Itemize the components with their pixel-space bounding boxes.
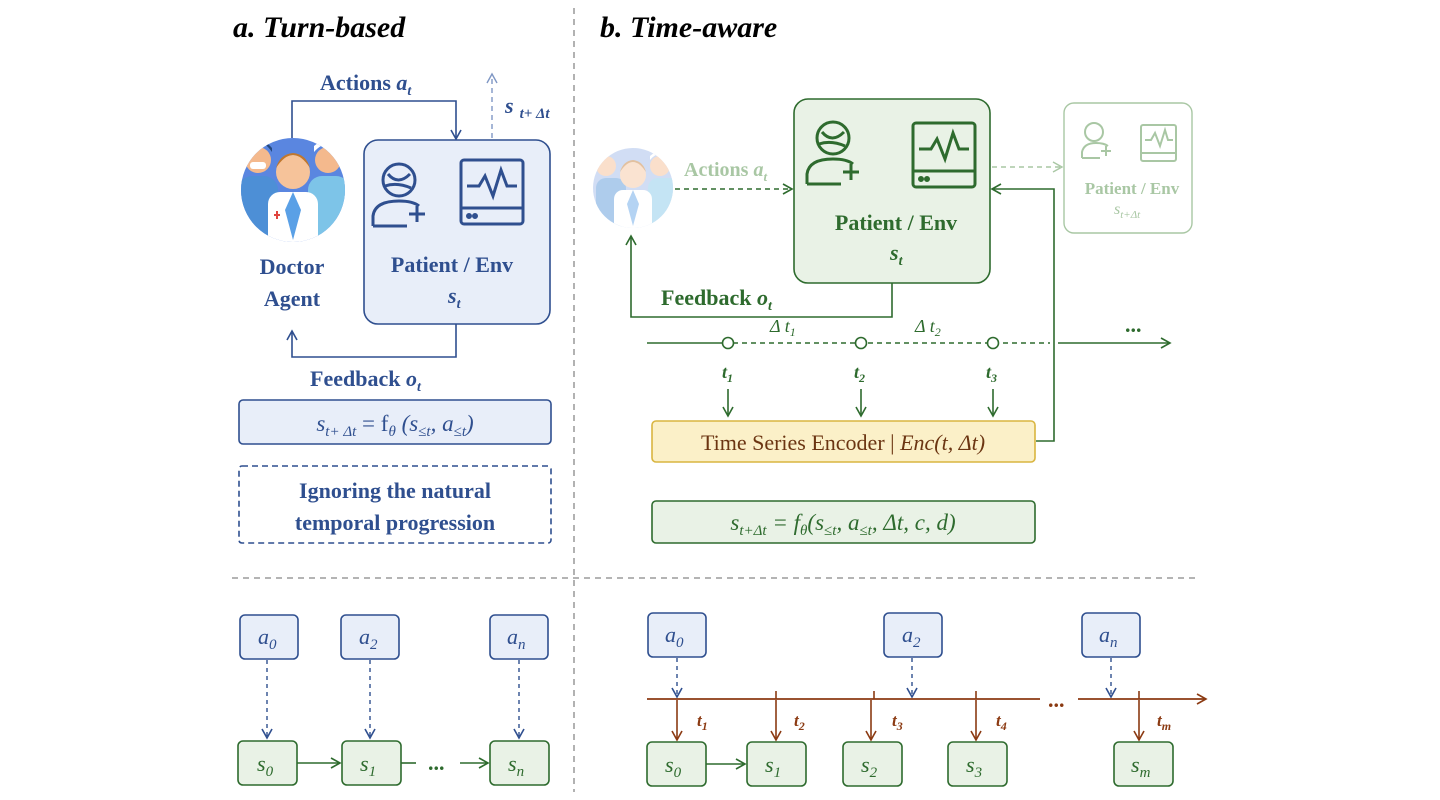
bottom-a-action-a2: a2 xyxy=(340,614,400,660)
bottom-b-ellipsis: ... xyxy=(1048,687,1065,712)
panel-b-encoder-return-arrow xyxy=(990,183,1055,442)
svg-text:a2: a2 xyxy=(359,624,378,653)
patient-icon xyxy=(371,162,425,228)
timeline-node-t1 xyxy=(721,336,735,350)
panel-b-patient-env-label: Patient / Env xyxy=(835,210,957,235)
panel-b-ghost-box xyxy=(1063,102,1193,234)
bottom-b-time-label-4: t4 xyxy=(996,711,1007,733)
panel-a-note-box xyxy=(238,465,552,544)
panel-a-actions-arrow xyxy=(291,100,462,141)
svg-text:s0: s0 xyxy=(257,751,274,780)
panel-b-ghost-state: st+Δt xyxy=(1114,201,1141,221)
svg-text:a0: a0 xyxy=(665,622,684,651)
bottom-b-time-label-m: tm xyxy=(1157,711,1171,733)
panel-a-formula: st+ Δt = fθ (s≤t, a≤t) xyxy=(316,411,473,440)
vital-monitor-icon-ghost xyxy=(1140,124,1177,162)
doctor-agent-label-line2: Agent xyxy=(264,286,321,311)
svg-text:a0: a0 xyxy=(258,624,277,653)
svg-text:an: an xyxy=(507,624,526,653)
bottom-a-action-a0: a0 xyxy=(239,614,299,660)
svg-text:a2: a2 xyxy=(902,622,921,651)
svg-text:s2: s2 xyxy=(861,752,878,781)
bottom-b-time-label-1: t1 xyxy=(697,711,708,733)
bottom-b-state-s3: s3 xyxy=(947,741,1008,787)
panel-a-state-label: st xyxy=(447,283,462,312)
vital-monitor-icon-green xyxy=(911,121,977,189)
tick-label-t3: t3 xyxy=(986,362,997,385)
time-series-encoder-label: Time Series Encoder | Enc(t, Δt) xyxy=(701,430,985,455)
panel-b-ghost-label: Patient / Env xyxy=(1085,179,1180,198)
bottom-b-time-label-3: t3 xyxy=(892,711,903,733)
doctor-agent-label-line1: Doctor xyxy=(260,254,325,279)
panel-b-title: b. Time-aware xyxy=(600,11,777,44)
bottom-b-action-an: an xyxy=(1081,612,1141,658)
bottom-b-state-s0: s0 xyxy=(646,741,707,787)
panel-b-state-label: st xyxy=(889,240,904,269)
tick-label-t2: t2 xyxy=(854,362,865,385)
panel-a-patient-env-box xyxy=(363,139,551,325)
bottom-b-state-sm: sm xyxy=(1113,741,1174,787)
timeline-ellipsis: ... xyxy=(1125,312,1142,337)
panel-b-feedback-label: Feedback ot xyxy=(661,285,773,314)
doctor-avatar-icon xyxy=(241,138,345,242)
svg-text:s1: s1 xyxy=(765,752,781,781)
panel-a-feedback-label: Feedback ot xyxy=(310,366,422,395)
svg-text:sm: sm xyxy=(1131,752,1151,781)
time-series-encoder-box xyxy=(651,420,1036,463)
panel-a-feedback-arrow xyxy=(286,324,457,358)
doctor-avatar-faded-icon xyxy=(593,148,673,228)
timeline-node-t3 xyxy=(986,336,1000,350)
bottom-a-ellipsis: ... xyxy=(428,750,445,775)
bottom-a-state-s0: s0 xyxy=(237,740,298,786)
panel-b-feedback-arrow xyxy=(625,234,893,318)
svg-text:s0: s0 xyxy=(665,752,682,781)
panel-a-note-line1: Ignoring the natural xyxy=(299,478,491,503)
patient-icon-green xyxy=(805,120,859,186)
bottom-a-state-sn: sn xyxy=(489,740,550,786)
patient-icon-ghost xyxy=(1081,122,1111,159)
bottom-b-state-s2: s2 xyxy=(842,741,903,787)
timeline-node-t2 xyxy=(854,336,868,350)
vital-monitor-icon xyxy=(459,158,525,226)
panel-b-formula: st+Δt = fθ(s≤t, a≤t, Δt, c, d) xyxy=(730,510,955,539)
panel-b-formula-box xyxy=(651,500,1036,544)
panel-a-note-line2: temporal progression xyxy=(295,510,495,535)
svg-text:sn: sn xyxy=(508,751,524,780)
svg-text:s1: s1 xyxy=(360,751,376,780)
timeline-delta-2: Δ t2 xyxy=(914,316,941,339)
svg-text:s3: s3 xyxy=(966,752,982,781)
panel-a-patient-env-label: Patient / Env xyxy=(391,252,513,277)
panel-a-actions-label: Actions at xyxy=(320,70,412,99)
tick-label-t1: t1 xyxy=(722,362,733,385)
panel-a-title: a. Turn-based xyxy=(233,11,406,44)
bottom-a-action-an: an xyxy=(489,614,549,660)
timeline-delta-1: Δ t1 xyxy=(769,316,796,339)
panel-b-actions-label: Actions at xyxy=(684,159,767,184)
bottom-b-action-a2: a2 xyxy=(883,612,943,658)
bottom-b-state-s1: s1 xyxy=(746,741,807,787)
bottom-b-action-a0: a0 xyxy=(647,612,707,658)
svg-text:an: an xyxy=(1099,622,1118,651)
panel-a-formula-box xyxy=(238,399,552,445)
bottom-b-time-label-2: t2 xyxy=(794,711,805,733)
bottom-a-state-s1: s1 xyxy=(341,740,402,786)
